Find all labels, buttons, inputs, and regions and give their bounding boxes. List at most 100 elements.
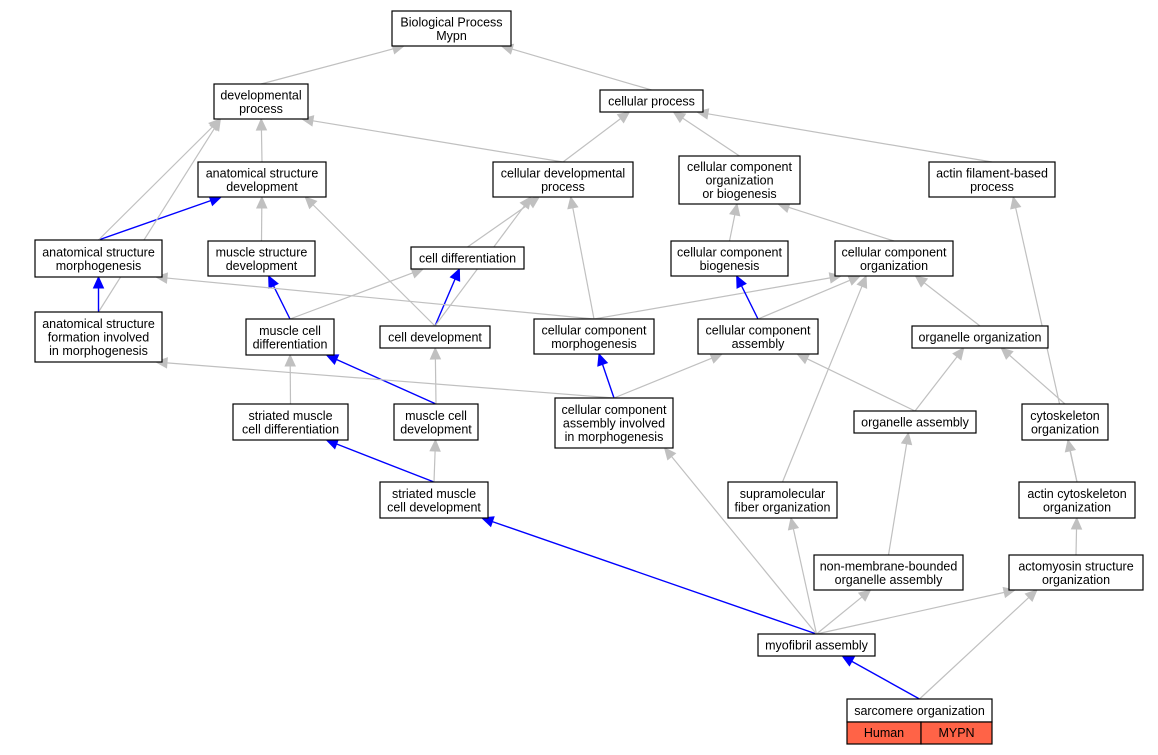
node-label: myofibril assembly [765, 639, 869, 653]
arrowhead [325, 438, 340, 450]
arrowhead [663, 447, 677, 461]
arrowhead [856, 274, 868, 289]
edge-aso-to-aco [1070, 516, 1083, 556]
edge-ccob-to-cellproc [672, 111, 740, 157]
arrowhead [449, 267, 461, 282]
edge-line [312, 120, 564, 163]
edge-ccaim-to-ccm [597, 352, 615, 399]
go-term-node-myo[interactable]: myofibril assembly [757, 633, 876, 657]
node-box [697, 318, 819, 355]
edge-line [434, 278, 456, 327]
node-box [554, 397, 674, 449]
node-box [599, 89, 704, 113]
arrowhead [1070, 516, 1083, 530]
edge-line [671, 456, 817, 635]
node-box [492, 161, 634, 198]
edge-asfim-to-asm [92, 275, 105, 312]
arrowhead [672, 111, 687, 124]
arrowhead [255, 117, 268, 131]
edge-nmboa-to-orgasm [887, 431, 913, 556]
arrowhead [616, 111, 631, 124]
edge-sfo-to-cco [781, 274, 868, 483]
edge-line [740, 285, 759, 320]
node-box [853, 410, 977, 434]
edge-line [601, 364, 615, 399]
arrowhead [1000, 347, 1014, 360]
edge-line [923, 282, 981, 327]
edge-afbp-to-cellproc [695, 108, 993, 163]
edge-myo-to-aso [816, 586, 1017, 635]
edge-cytoorg-to-orgorg [1000, 347, 1066, 405]
edge-line [272, 285, 291, 320]
edge-ccaim-to-cca [613, 352, 724, 399]
node-box [757, 633, 876, 657]
arrowhead [841, 655, 856, 667]
go-term-node-celldev[interactable]: cell development [379, 325, 491, 349]
edge-line [816, 591, 1005, 635]
arrowhead [914, 275, 929, 288]
node-box [232, 403, 349, 441]
node-label: cell differentiation [419, 252, 516, 266]
edge-line [511, 48, 652, 91]
edge-line [260, 129, 263, 163]
node-label: organelle assembly [861, 416, 969, 430]
node-box [678, 155, 801, 205]
edge-line [919, 597, 1030, 700]
edge-ccaim-to-asfim [154, 357, 615, 399]
edge-line [851, 660, 920, 700]
go-term-node-sarc[interactable]: sarcomere organization [846, 698, 993, 723]
arrowhead [268, 274, 279, 289]
edge-myo-to-nmboa [816, 589, 872, 635]
go-term-node-celldiff[interactable]: cell differentiation [410, 246, 525, 270]
edge-mcd-to-msd [268, 274, 291, 320]
edge-line [728, 214, 736, 242]
edge-ccm-to-cdp [567, 195, 595, 320]
edge-orgasm-to-orgorg [914, 347, 965, 412]
node-box [533, 318, 655, 355]
edge-cdp-to-cellproc [562, 111, 631, 163]
node-box [379, 325, 491, 349]
node-box [727, 481, 838, 519]
species-badge-label: Human [864, 726, 904, 740]
node-box [207, 240, 316, 277]
edge-cellproc-to-bp [500, 43, 652, 91]
go-term-node-cellproc[interactable]: cellular process [599, 89, 704, 113]
go-term-node-orgorg[interactable]: organelle organization [911, 325, 1049, 349]
edge-celldev-to-asd [304, 196, 436, 327]
go-term-node-orgasm[interactable]: organelle assembly [853, 410, 977, 434]
arrowhead [429, 346, 442, 360]
